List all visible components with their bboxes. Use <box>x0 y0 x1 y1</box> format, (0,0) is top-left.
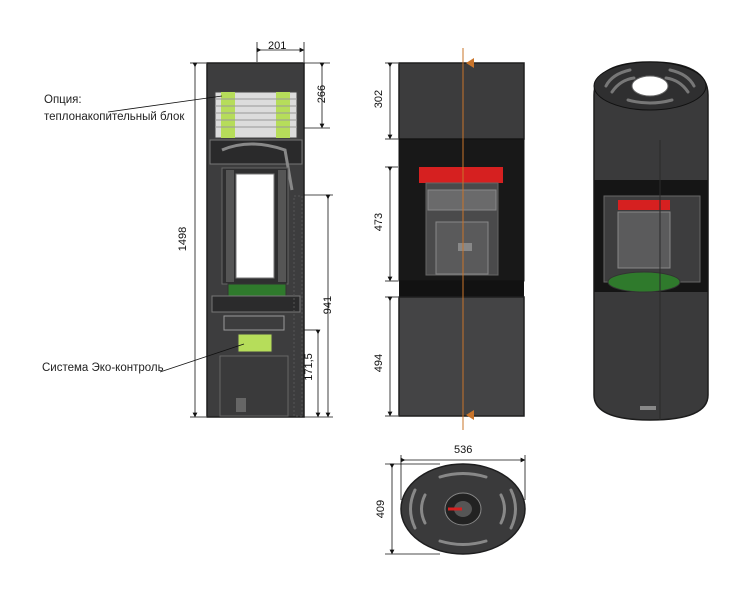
dim-plan-depth: 409 <box>375 499 387 519</box>
dim-mid-height: 941 <box>322 295 334 315</box>
eco-control-label: Система Эко-контроль <box>42 362 164 374</box>
option-text: теплонакопительный блок <box>44 111 185 123</box>
side-section-view <box>206 62 305 418</box>
front-red-band <box>419 167 503 183</box>
dim-front-bottom: 494 <box>373 353 385 373</box>
dim-front-mid: 473 <box>373 212 385 232</box>
dim-top-width: 201 <box>268 40 287 52</box>
dim-front-top: 302 <box>373 89 385 109</box>
front-view <box>398 48 525 430</box>
dim-low-height: 171,5 <box>303 353 315 381</box>
perspective-view <box>593 61 709 421</box>
side-dimension-lines <box>107 42 333 418</box>
plan-dimension-lines <box>385 455 526 555</box>
dim-plan-width: 536 <box>454 444 473 456</box>
eco-control-unit <box>237 333 273 353</box>
front-dimension-lines <box>385 62 398 417</box>
perspective-red-band <box>618 200 670 210</box>
dim-total-height: 1498 <box>177 226 189 252</box>
option-title: Опция: <box>44 94 82 106</box>
dim-top-block-height: 266 <box>316 84 328 104</box>
plan-view <box>400 463 526 555</box>
